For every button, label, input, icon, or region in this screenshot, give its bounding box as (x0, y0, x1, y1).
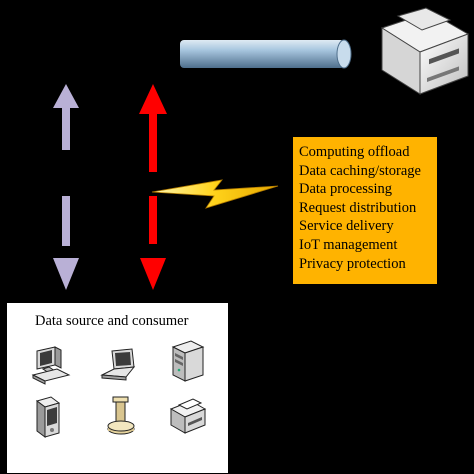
edge-functions-box: Computing offload Data caching/storage D… (293, 137, 437, 284)
edge-server-printer-icon (380, 7, 470, 95)
function-item: Privacy protection (299, 255, 406, 272)
device-panel-title: Data source and consumer (35, 313, 189, 329)
laptop-icon (100, 348, 136, 381)
device-panel: Data source and consumer (7, 303, 228, 473)
function-item: Data processing (299, 181, 393, 198)
left-dashed-arrow (53, 84, 79, 290)
desktop-computer-icon (31, 346, 71, 385)
server-tower-icon (171, 340, 205, 382)
function-item: Service delivery (299, 218, 394, 235)
printer-icon (169, 398, 207, 434)
function-item: Computing offload (299, 144, 410, 160)
smartphone-icon (35, 396, 61, 438)
function-item: IoT management (299, 236, 398, 253)
wireless-lightning-icon (151, 179, 279, 209)
function-item: Data caching/storage (299, 162, 421, 179)
sensor-icon (107, 396, 135, 435)
function-item: Request distribution (299, 199, 417, 216)
network-pipe (180, 39, 352, 69)
right-dashed-arrow (139, 84, 167, 290)
